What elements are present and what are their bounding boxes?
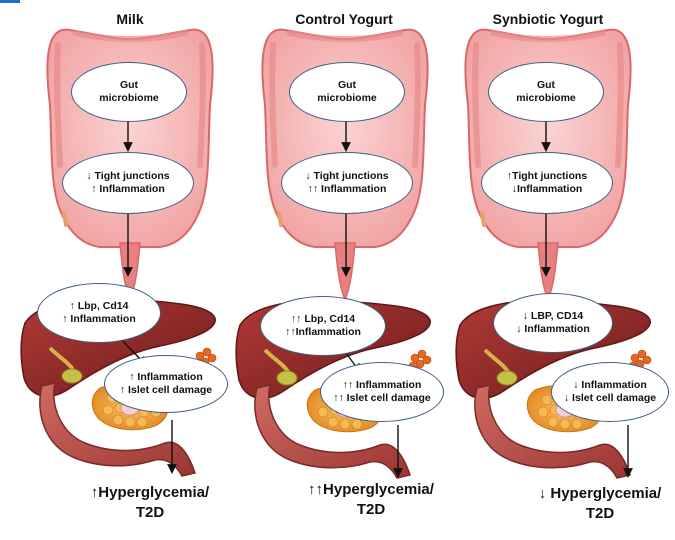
pancreas-oval-synbiotic: ↓ Inflammation ↓ Islet cell damage: [551, 362, 669, 422]
t2d-label: T2D: [356, 501, 386, 518]
liver-oval-milk: ↑ Lbp, Cd14 ↑ Inflammation: [37, 283, 161, 343]
microbiome-label: microbiome: [99, 92, 159, 104]
gut-effect-oval-control: ↓ Tight junctions ↑↑ Inflammation: [281, 152, 413, 214]
gut-microbiome-oval-synbiotic: Gut microbiome: [488, 62, 604, 122]
outcome-control-yogurt: ↑↑Hyperglycemia/ T2D: [271, 480, 471, 520]
inflammation-label: ↑ Inflammation: [129, 371, 203, 383]
inflammation-label: ↑ Inflammation: [62, 313, 136, 325]
islet-cell-damage-label: ↑↑ Islet cell damage: [333, 392, 431, 404]
inflammation-label: ↓ Inflammation: [516, 323, 590, 335]
pancreas-oval-control: ↑↑ Inflammation ↑↑ Islet cell damage: [320, 362, 444, 422]
t2d-label: T2D: [585, 505, 615, 522]
liver-oval-synbiotic: ↓ LBP, CD14 ↓ Inflammation: [493, 293, 613, 353]
microbiome-label: microbiome: [516, 92, 576, 104]
lbp-cd14-label: ↓ LBP, CD14: [522, 310, 584, 322]
column-title-synbiotic-yogurt: Synbiotic Yogurt: [492, 11, 604, 27]
tight-junctions-label: ↓ Tight junctions: [305, 170, 389, 182]
column-title-control-yogurt: Control Yogurt: [295, 11, 393, 27]
hyperglycemia-label: ↑Hyperglycemia/: [90, 484, 210, 501]
lbp-cd14-label: ↑ Lbp, Cd14: [69, 300, 129, 312]
gut-effect-oval-milk: ↓ Tight junctions ↑ Inflammation: [62, 152, 194, 214]
hyperglycemia-label: ↓ Hyperglycemia/: [538, 485, 662, 502]
t2d-label: T2D: [135, 504, 165, 521]
gut-effect-oval-synbiotic: ↑Tight junctions ↓Inflammation: [481, 152, 613, 214]
liver-oval-control: ↑↑ Lbp, Cd14 ↑↑Inflammation: [260, 296, 386, 356]
islet-cell-damage-label: ↑ Islet cell damage: [119, 384, 213, 396]
gut-label: Gut: [536, 79, 556, 91]
lbp-cd14-label: ↑↑ Lbp, Cd14: [290, 313, 356, 325]
gut-label: Gut: [337, 79, 357, 91]
tight-junctions-label: ↓ Tight junctions: [86, 170, 170, 182]
gut-microbiome-oval-milk: Gut microbiome: [71, 62, 187, 122]
islet-cell-damage-label: ↓ Islet cell damage: [563, 392, 657, 404]
tight-junctions-label: ↑Tight junctions: [506, 170, 588, 182]
pancreas-oval-milk: ↑ Inflammation ↑ Islet cell damage: [104, 355, 228, 413]
inflammation-label: ↑↑ Inflammation: [342, 379, 422, 391]
inflammation-label: ↑↑ Inflammation: [307, 183, 387, 195]
inflammation-label: ↑↑Inflammation: [285, 326, 361, 338]
outcome-milk: ↑Hyperglycemia/ T2D: [50, 483, 250, 523]
microbiome-label: microbiome: [317, 92, 377, 104]
hyperglycemia-label: ↑↑Hyperglycemia/: [308, 481, 434, 498]
gut-label: Gut: [119, 79, 139, 91]
column-title-milk: Milk: [116, 11, 144, 27]
top-left-accent-bar: [0, 0, 20, 3]
outcome-synbiotic-yogurt: ↓ Hyperglycemia/ T2D: [500, 484, 675, 524]
inflammation-label: ↑ Inflammation: [91, 183, 165, 195]
gut-microbiome-oval-control: Gut microbiome: [289, 62, 405, 122]
inflammation-label: ↓ Inflammation: [573, 379, 647, 391]
inflammation-label: ↓Inflammation: [511, 183, 583, 195]
